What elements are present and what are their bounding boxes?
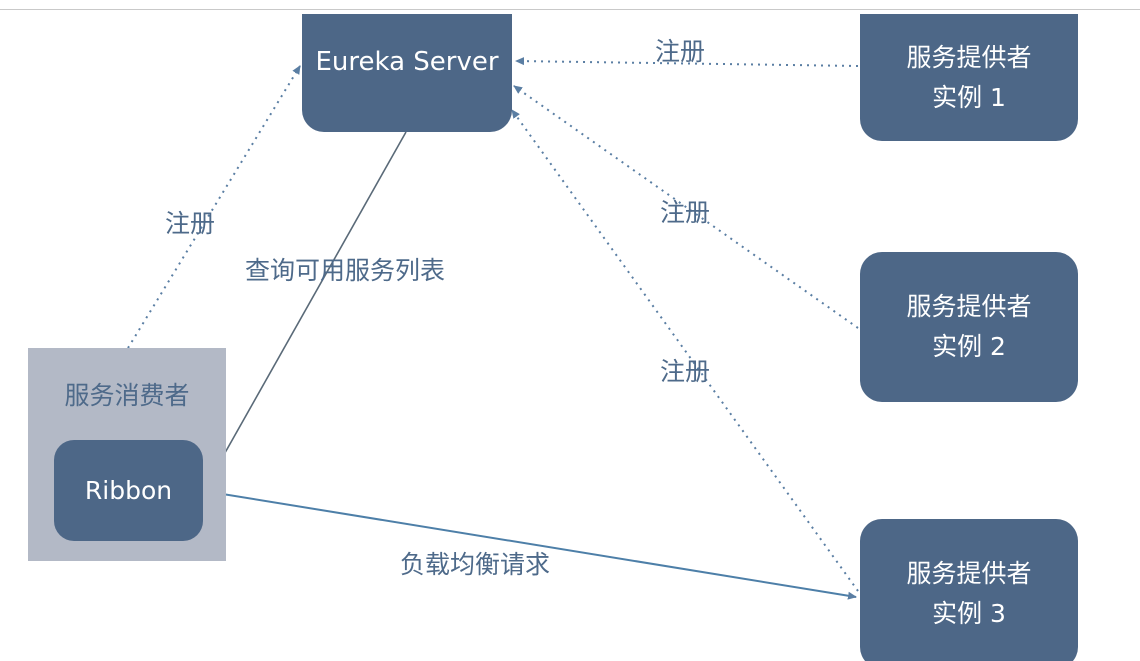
service-provider-3-node: 服务提供者 实例 3 [860,519,1078,661]
eureka-server-label: Eureka Server [315,47,499,77]
service-provider-1-node: 服务提供者 实例 1 [860,14,1078,141]
window-top-border [0,0,1140,10]
load-balance-request-label: 负载均衡请求 [400,550,551,579]
provider-1-title: 服务提供者 [906,42,1032,72]
provider-2-title: 服务提供者 [906,292,1032,321]
register-label-consumer: 注册 [165,209,216,238]
service-consumer-container: 服务消费者 Ribbon [28,348,226,561]
service-consumer-label: 服务消费者 [64,381,190,410]
ribbon-label: Ribbon [84,476,173,505]
register-arrow-provider-1 [515,57,859,67]
provider-3-instance: 实例 3 [932,599,1006,628]
load-balance-arrow [203,490,857,600]
service-provider-2-node: 服务提供者 实例 2 [860,252,1078,402]
register-label-provider-2: 注册 [660,198,711,227]
register-arrow-provider-2 [513,85,859,329]
query-service-list-label: 查询可用服务列表 [245,256,446,285]
ribbon-node: Ribbon [54,440,203,541]
register-arrow-provider-3 [511,109,859,592]
register-label-provider-1: 注册 [655,37,706,66]
provider-1-instance: 实例 1 [932,82,1006,112]
provider-3-title: 服务提供者 [906,559,1032,588]
query-arrow [203,131,407,491]
register-label-provider-3: 注册 [660,357,711,386]
eureka-server-node: Eureka Server [302,14,512,132]
provider-2-instance: 实例 2 [932,332,1006,361]
